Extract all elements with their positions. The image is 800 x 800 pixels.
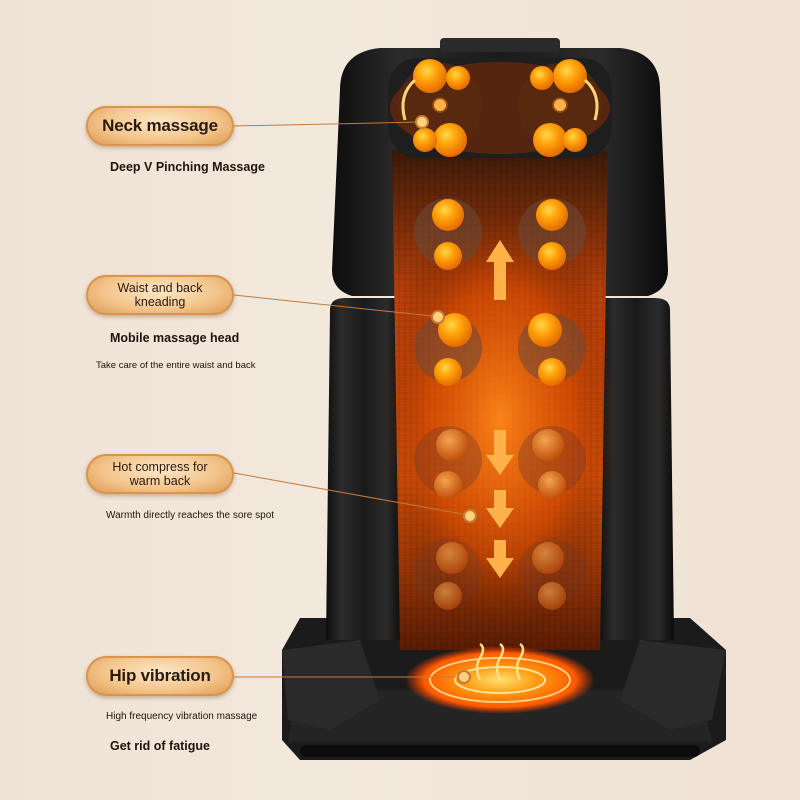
hot-compress-label-line-2: warm back xyxy=(129,474,191,488)
neck-massage-nodes xyxy=(388,58,612,158)
leader-lines xyxy=(233,121,469,678)
waist-back-label-line-1: Waist and back xyxy=(117,280,203,295)
waist-back-label-line-2: kneading xyxy=(134,295,186,309)
hot-compress-label-line-1: Hot compress for xyxy=(112,459,208,474)
waist-back-nodes xyxy=(414,198,586,610)
marker-dots xyxy=(415,115,477,684)
waist-back-subtitle: Mobile massage head xyxy=(110,331,240,345)
hip-vibration-detail: Get rid of fatigue xyxy=(110,739,210,753)
hip-vibration-label: Hip vibration xyxy=(86,656,234,696)
waist-back-label: Waist and back kneading xyxy=(86,275,234,315)
neck-massage-subtitle: Deep V Pinching Massage xyxy=(110,160,265,174)
hip-vibration-zone xyxy=(405,642,595,714)
hip-vibration-subtitle: High frequency vibration massage xyxy=(106,711,258,722)
heated-back-panel xyxy=(380,150,620,650)
waist-back-detail: Take care of the entire waist and back xyxy=(96,360,256,371)
hot-compress-subtitle: Warmth directly reaches the sore spot xyxy=(106,510,275,521)
neck-massage-label: Neck massage xyxy=(86,106,234,146)
hot-compress-label: Hot compress for warm back xyxy=(86,454,234,494)
heat-wave-icon xyxy=(475,642,525,681)
movement-arrows xyxy=(486,240,514,578)
